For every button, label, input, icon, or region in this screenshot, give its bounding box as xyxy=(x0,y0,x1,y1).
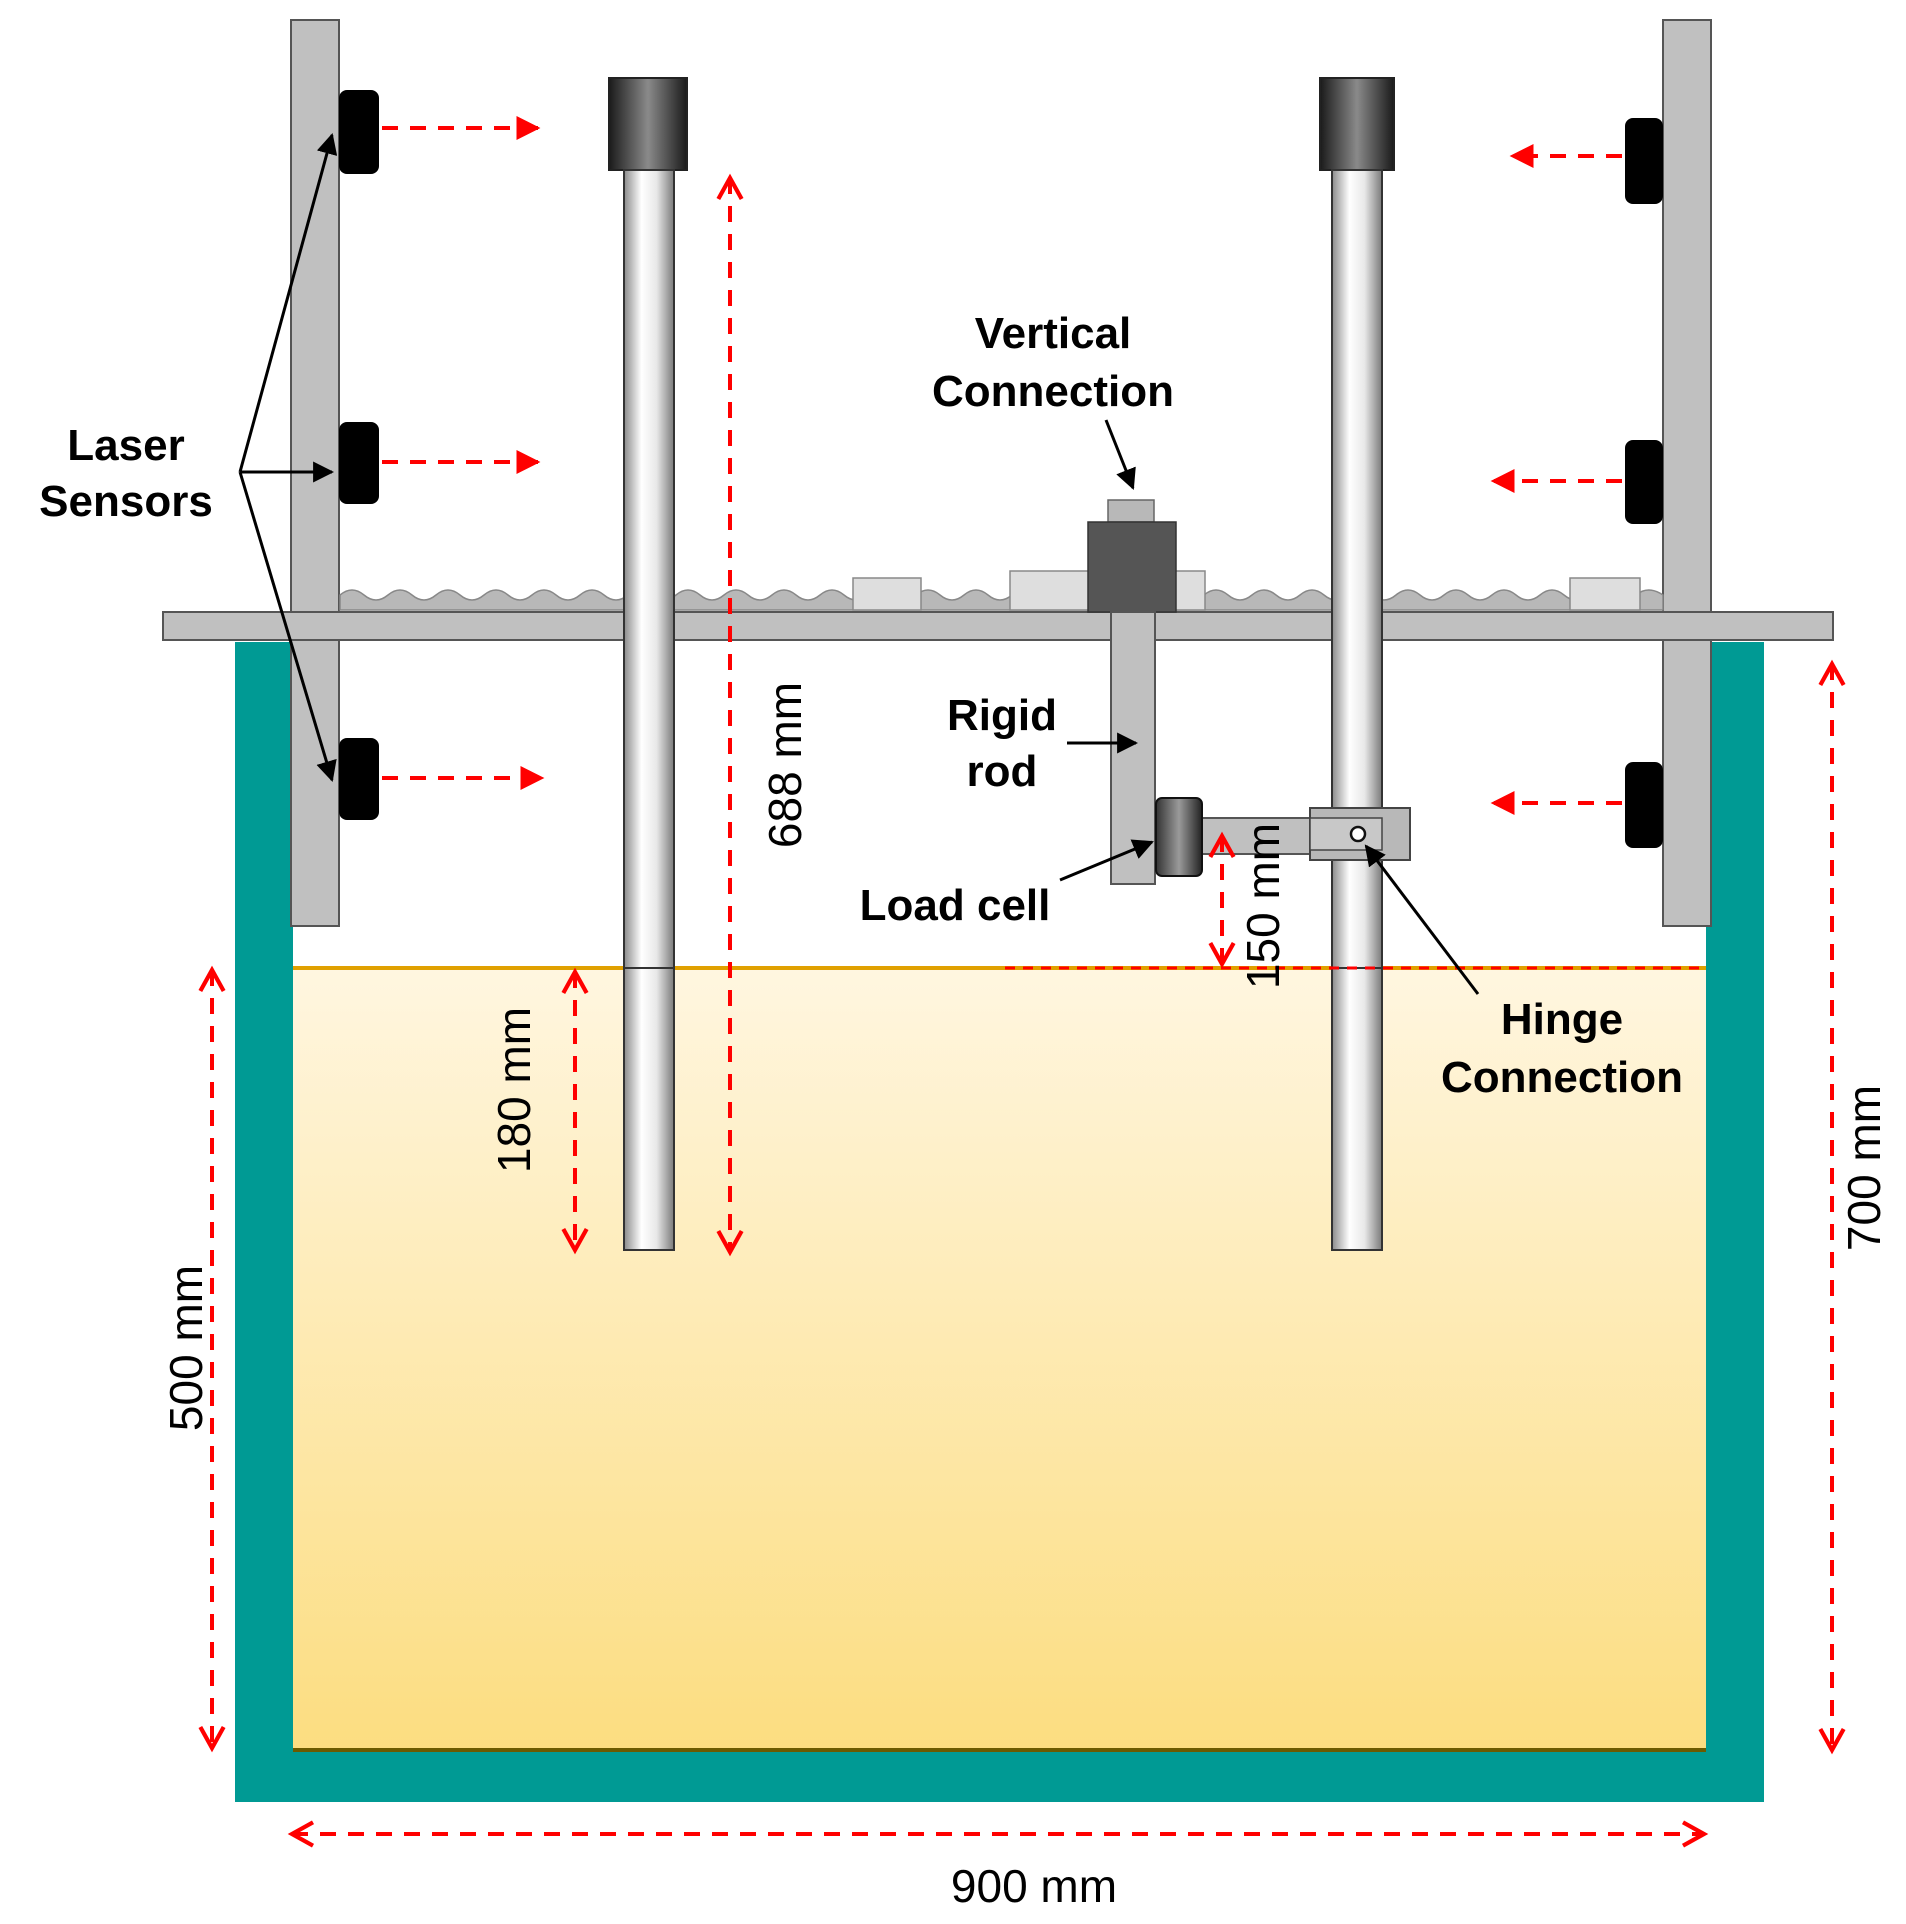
tank-wall-left xyxy=(235,642,293,1802)
right-laser-sensors xyxy=(1625,118,1663,848)
beam-texture xyxy=(339,589,1664,611)
laser-sensor-icon xyxy=(1625,762,1663,848)
soil-depth-label: 500 mm xyxy=(160,1265,212,1431)
right-pile-cap xyxy=(1319,77,1395,171)
laser-sensors-label-line1: Laser xyxy=(67,421,184,470)
right-pile-shaft xyxy=(1331,169,1383,1251)
right-sensor-frame xyxy=(1662,19,1712,927)
vertical-connection-top xyxy=(1107,499,1155,523)
laser-sensors-leader-bottom xyxy=(238,471,337,783)
beam-plate xyxy=(162,611,1834,641)
load-cell-icon xyxy=(1155,797,1203,877)
soil-tank xyxy=(235,642,1764,1802)
arm-height-label: 150 mm xyxy=(1237,823,1289,989)
load-cell-label: Load cell xyxy=(860,881,1051,930)
laser-sensor-icon xyxy=(339,738,379,820)
tank-height-label: 700 mm xyxy=(1838,1085,1890,1251)
hinge-pin xyxy=(1349,825,1367,843)
left-pile-shaft xyxy=(623,169,675,1251)
leader-lines xyxy=(238,132,1480,995)
hinge-clevis xyxy=(1309,817,1383,851)
laser-sensor-icon xyxy=(339,90,379,174)
vertical-connection-leader xyxy=(1104,419,1136,490)
load-cell-leader xyxy=(1059,839,1154,882)
beam-block-1 xyxy=(852,577,922,611)
tank-width-label: 900 mm xyxy=(951,1860,1117,1912)
embedment-depth-label: 180 mm xyxy=(488,1007,540,1173)
hinge-connection-label-line2: Connection xyxy=(1441,1053,1683,1102)
laser-sensors-leader-top xyxy=(238,132,338,473)
laser-sensors-label-line2: Sensors xyxy=(39,477,213,526)
left-pile-cap xyxy=(608,77,688,171)
left-pile xyxy=(608,77,688,1251)
vertical-connection xyxy=(1087,499,1177,613)
hinge-connection-leader xyxy=(1364,844,1480,995)
vertical-connection-body xyxy=(1087,521,1177,613)
tank-wall-right xyxy=(1706,642,1764,1802)
beam-block-3 xyxy=(1569,577,1641,611)
soil-bed xyxy=(293,968,1706,1752)
laser-sensor-icon xyxy=(1625,118,1663,204)
laser-sensor-icon xyxy=(339,422,379,504)
dimension-lines xyxy=(198,173,1846,1848)
rigid-rod-label-line2: rod xyxy=(967,747,1038,796)
laser-beams xyxy=(382,116,1622,815)
vertical-connection-label-line2: Connection xyxy=(932,367,1174,416)
pile-length-label: 688 mm xyxy=(759,682,811,848)
right-pile xyxy=(1319,77,1395,1251)
hinge-icon xyxy=(1309,807,1411,861)
support-beam xyxy=(162,570,1834,641)
vertical-connection-label-line1: Vertical xyxy=(975,309,1132,358)
hinge-connection-label-line1: Hinge xyxy=(1501,995,1623,1044)
tank-base xyxy=(235,1752,1764,1802)
left-laser-sensors xyxy=(339,90,379,820)
laser-sensor-icon xyxy=(1625,440,1663,524)
rigid-rod-label-line1: Rigid xyxy=(947,691,1057,740)
